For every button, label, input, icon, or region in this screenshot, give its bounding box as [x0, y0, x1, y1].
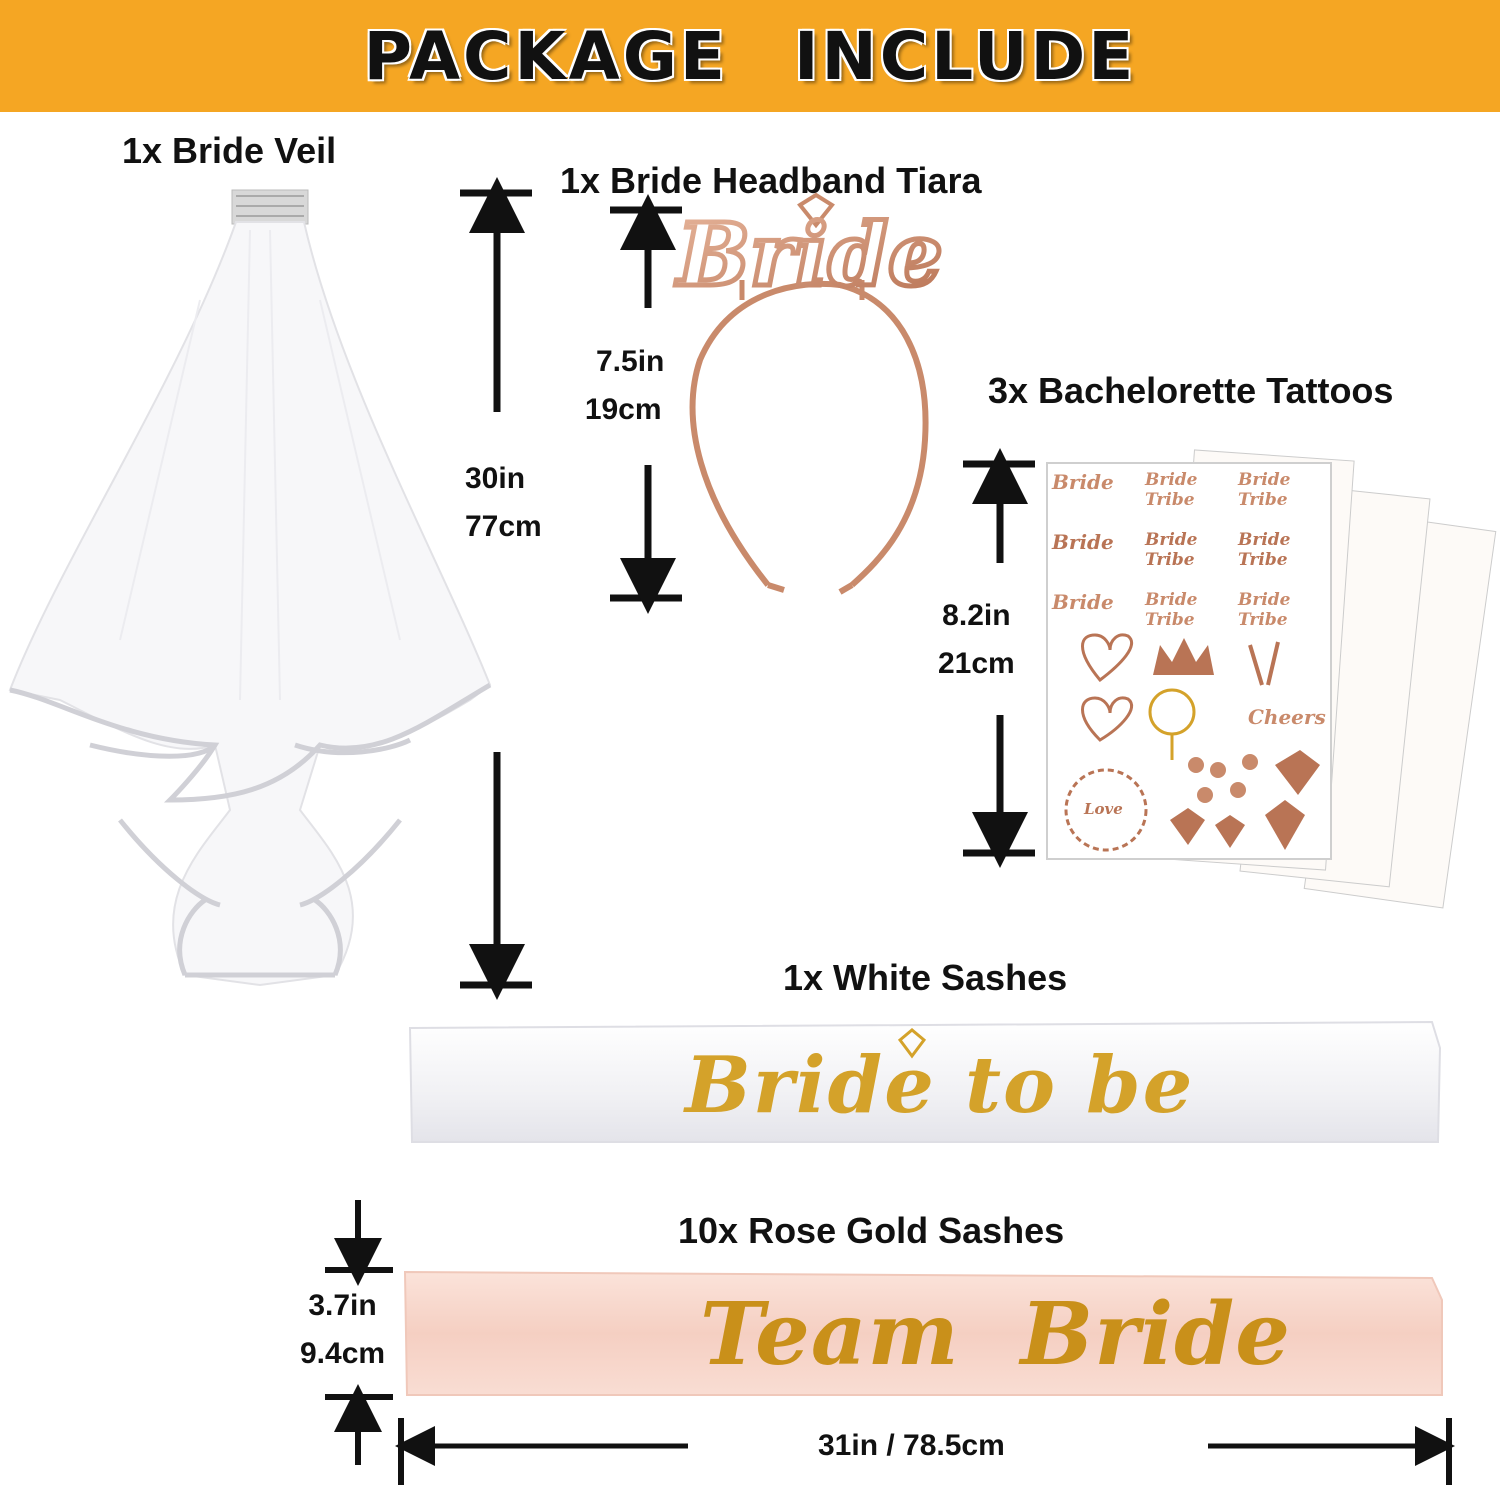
tiara-image — [689, 192, 929, 595]
tattoos-label: 3x Bachelorette Tattoos — [988, 370, 1394, 411]
tattoo-sheets-image — [1046, 449, 1497, 909]
tattoo-word: Bride — [1052, 530, 1114, 554]
veil-dim-in: 30in — [465, 462, 526, 495]
tattoo-word: Bride Tribe — [1238, 590, 1291, 630]
tiara-dimension: 7.5in 19cm — [582, 338, 665, 434]
rose-sash-height-dimension: 3.7in 9.4cm — [300, 1282, 385, 1378]
tattoos-dim-cm: 21cm — [938, 647, 1015, 680]
white-sash-image — [408, 1020, 1442, 1143]
rose-sash-image — [403, 1270, 1443, 1396]
tattoo-cheers: Cheers — [1248, 705, 1326, 729]
bride-veil-image — [8, 189, 492, 987]
veil-label: 1x Bride Veil — [122, 130, 337, 171]
page-title: PACKAGE INCLUDE — [363, 17, 1137, 95]
header-banner: PACKAGE INCLUDE — [0, 0, 1500, 112]
rose-sash-label: 10x Rose Gold Sashes — [678, 1210, 1065, 1251]
tiara-dim-in: 7.5in — [596, 345, 665, 378]
tattoo-word: Bride Tribe — [1238, 530, 1291, 570]
tattoo-word: Bride — [1052, 470, 1114, 494]
tattoos-dim-in: 8.2in — [942, 599, 1011, 632]
tiara-label: 1x Bride Headband Tiara — [560, 160, 982, 201]
tattoo-words-grid: Bride Bride Tribe Bride Tribe Bride Brid… — [1052, 470, 1327, 630]
tattoos-dimension: 8.2in 21cm — [938, 592, 1015, 688]
tattoo-word: Bride — [1052, 590, 1114, 614]
tiara-dim-cm: 19cm — [584, 393, 662, 426]
rose-sash-text: Team Bride — [700, 1284, 1292, 1385]
tiara-text: Bride — [674, 205, 943, 306]
white-sash-text: Bride to be — [685, 1040, 1195, 1131]
rose-sash-dim-in: 3.7in — [308, 1289, 377, 1322]
tattoo-word: Bride Tribe — [1145, 590, 1198, 630]
veil-dim-cm: 77cm — [465, 510, 542, 543]
tattoo-love: Love — [1084, 800, 1123, 818]
tattoo-word: Bride Tribe — [1145, 530, 1198, 570]
veil-dimension: 30in 77cm — [465, 455, 542, 551]
rose-sash-length-dimension: 31in / 78.5cm — [818, 1429, 1005, 1462]
rose-sash-dim-cm: 9.4cm — [300, 1337, 386, 1370]
white-sash-label: 1x White Sashes — [783, 957, 1068, 998]
tattoo-word: Bride Tribe — [1145, 470, 1198, 510]
tattoo-word: Bride Tribe — [1238, 470, 1291, 510]
